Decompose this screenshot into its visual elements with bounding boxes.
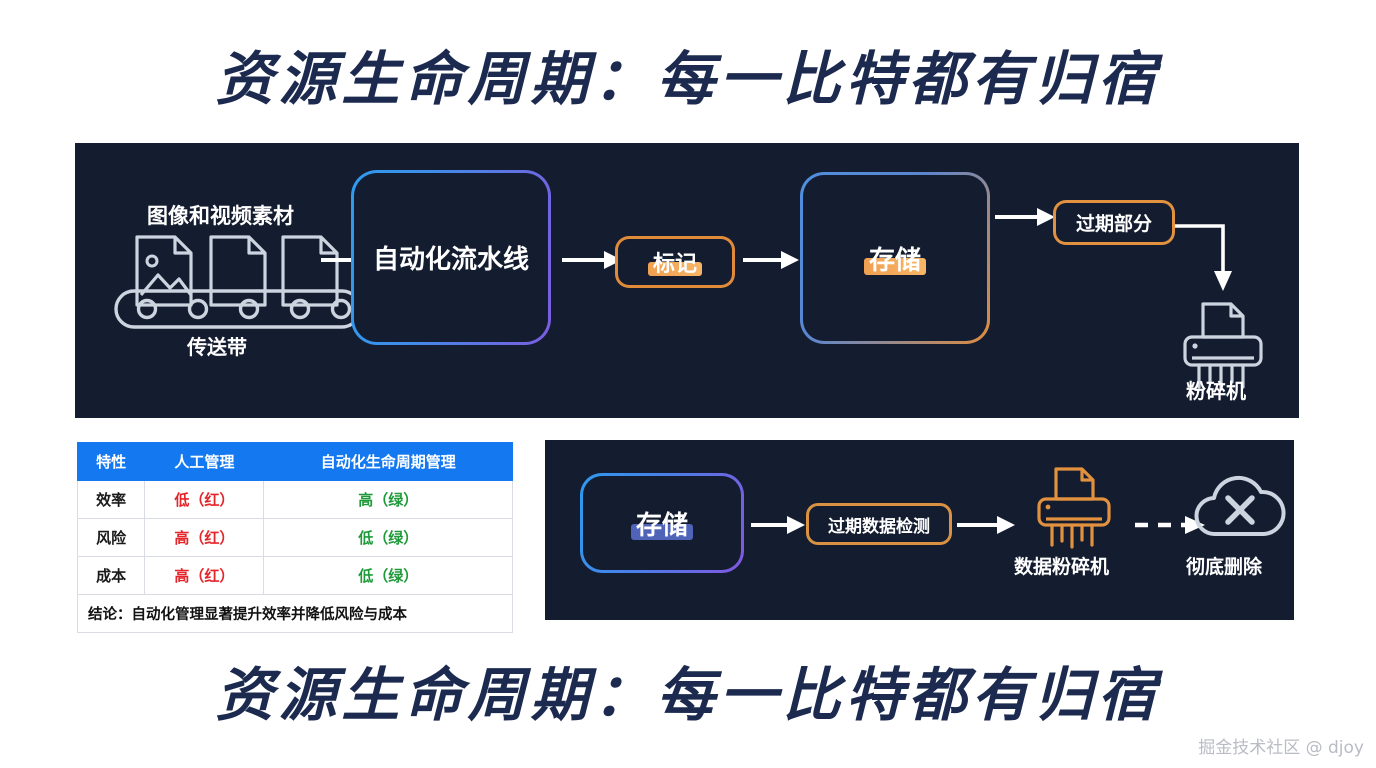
table-cell-feature: 效率 [76, 480, 146, 519]
table-header-row: 特性 人工管理 自动化生命周期管理 [76, 442, 513, 481]
arrow-pipeline-to-mark [562, 248, 624, 277]
table-cell-automated: 低（绿） [263, 518, 513, 557]
conveyor-belt-icon [113, 288, 363, 335]
table-cell-manual: 低（红） [144, 480, 265, 519]
arrow-expired-to-shredder [1173, 221, 1243, 301]
box-expired-portion-label: 过期部分 [1075, 213, 1152, 235]
page-title-top: 资源生命周期：每一比特都有归宿 [215, 47, 1161, 112]
data-shredder-label-text: 数据粉碎机 [1009, 552, 1115, 579]
table-cell-feature: 成本 [76, 556, 146, 595]
arrow-storage-to-expired [995, 205, 1057, 234]
table-cell-feature: 风险 [76, 518, 146, 557]
box-automation-pipeline-label: 自动化流水线 [372, 245, 529, 275]
box-storage-deletion-label: 存储 [630, 505, 694, 542]
table-row: 效率 低（红） 高（绿） [76, 480, 513, 519]
box-mark-label: 标记 [647, 246, 703, 278]
arrow-shredder-to-cloud-dashed [1135, 513, 1207, 542]
arrow-storage-to-detect [751, 513, 807, 542]
box-expired-data-detection-label: 过期数据检测 [828, 516, 930, 537]
box-storage-pipeline-label: 存储 [863, 240, 927, 277]
arrow-detect-to-shredder [957, 513, 1017, 542]
shredder-label: 粉碎机 [1186, 379, 1246, 403]
comparison-table: 特性 人工管理 自动化生命周期管理 效率 低（红） 高（绿） 风险 高（红） 低… [76, 442, 513, 633]
table-conclusion-row: 结论：自动化管理显著提升效率并降低风险与成本 [77, 594, 513, 633]
table-row: 风险 高（红） 低（绿） [76, 518, 513, 557]
box-expired-data-detection[interactable]: 过期数据检测 [806, 503, 952, 545]
table-row: 成本 高（红） 低（绿） [76, 556, 513, 595]
table-header-feature: 特性 [76, 442, 146, 481]
source-documents-icon [131, 233, 351, 318]
table-header-automated: 自动化生命周期管理 [263, 442, 513, 481]
source-material-label: 图像和视频素材 [147, 204, 294, 228]
table-cell-manual: 高（红） [144, 518, 265, 557]
shredder-icon [1175, 301, 1275, 398]
box-storage-pipeline[interactable]: 存储 [800, 172, 990, 344]
table-cell-automated: 低（绿） [263, 556, 513, 595]
box-expired-portion[interactable]: 过期部分 [1053, 200, 1175, 245]
box-mark[interactable]: 标记 [615, 236, 735, 288]
table-cell-manual: 高（红） [144, 556, 265, 595]
pipeline-diagram-panel: 图像和视频素材 传送带 [75, 143, 1299, 418]
data-shredder-label: 数据粉碎机 [1009, 552, 1115, 579]
watermark: 掘金技术社区 @ djoy [1198, 738, 1364, 758]
page-title-bottom: 资源生命周期：每一比特都有归宿 [215, 663, 1161, 728]
data-shredder-icon [1030, 466, 1122, 557]
table-cell-automated: 高（绿） [263, 480, 513, 519]
cloud-delete-label: 彻底删除 [1186, 556, 1263, 578]
box-storage-deletion[interactable]: 存储 [580, 473, 744, 573]
box-automation-pipeline[interactable]: 自动化流水线 [351, 170, 551, 345]
cloud-delete-icon [1190, 472, 1290, 549]
conveyor-belt-label: 传送带 [187, 335, 247, 359]
table-header-manual: 人工管理 [144, 442, 265, 481]
arrow-mark-to-storage [743, 248, 801, 277]
table-conclusion: 结论：自动化管理显著提升效率并降低风险与成本 [77, 594, 513, 633]
